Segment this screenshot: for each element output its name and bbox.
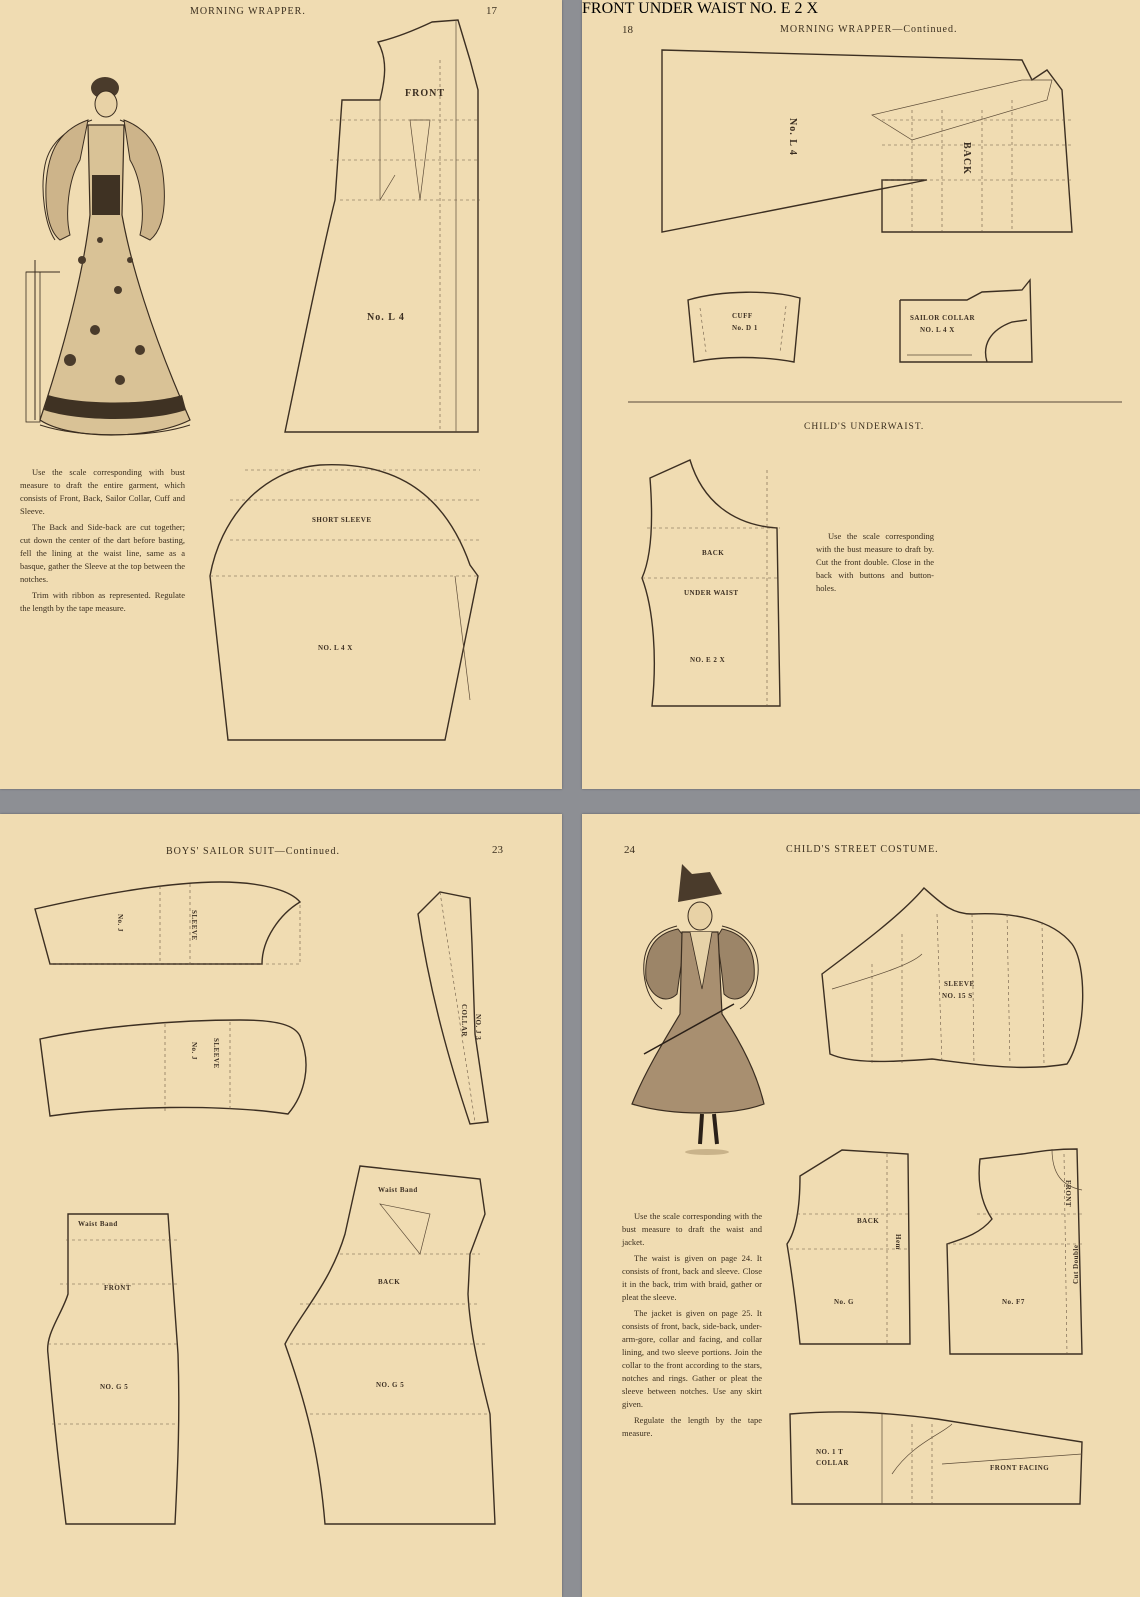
- cuff-pattern: CUFF No. D 1: [687, 291, 801, 363]
- sleeve-number: No. J: [116, 914, 124, 932]
- collar-pattern: COLLAR NO. J 3: [417, 891, 489, 1125]
- waist-band-label: Waist Band: [78, 1220, 118, 1228]
- collar-label: COLLAR: [460, 1004, 468, 1037]
- pattern-drawings: FRONT No. L 4 SHORT SLEEVE NO. L 4 X: [25, 19, 480, 741]
- back-number: No. G: [834, 1298, 854, 1306]
- page-header: MORNING WRAPPER.: [190, 6, 306, 17]
- sleeve-label: SLEEVE: [212, 1038, 220, 1069]
- page-header: MORNING WRAPPER—Continued.: [780, 24, 958, 35]
- underwaist-front-pattern: FRONT UNDER WAIST NO. E 2 X: [582, 0, 818, 17]
- collar-label: COLLAR: [816, 1459, 849, 1467]
- page-18: 18 MORNING WRAPPER—Continued. No. L 4 BA…: [582, 0, 1140, 789]
- front-label: FRONT: [582, 0, 635, 17]
- front-number: No. F7: [1002, 1298, 1025, 1306]
- cuff-number: No. D 1: [732, 324, 758, 332]
- page-header: CHILD'S STREET COSTUME.: [786, 844, 939, 855]
- collar-facing-pattern: NO. 1 T COLLAR FRONT FACING: [789, 1411, 1083, 1505]
- instructions-text: Use the scale corresponding with the bus…: [816, 530, 934, 598]
- instruction-paragraph: Use the scale corresponding with bust me…: [20, 467, 185, 516]
- sailor-collar-pattern: SAILOR COLLAR NO. L 4 X: [899, 278, 1033, 363]
- under-waist-label: UNDER WAIST: [638, 0, 746, 17]
- sleeve-label: SLEEVE: [944, 980, 975, 988]
- back-pattern: No. L 4 BACK: [661, 49, 1073, 233]
- instruction-paragraph: Use the scale corresponding with the bus…: [816, 531, 934, 593]
- collar-number: NO. J 3: [474, 1014, 482, 1040]
- under-waist-label: UNDER WAIST: [684, 589, 739, 597]
- front-label: FRONT: [104, 1284, 131, 1292]
- front-label: FRONT: [1064, 1180, 1072, 1207]
- page-number: 24: [624, 844, 635, 856]
- page-number: 23: [492, 844, 503, 856]
- front-trouser-pattern: Waist Band FRONT NO. G 5: [46, 1213, 180, 1525]
- front-facing-label: FRONT FACING: [990, 1464, 1049, 1472]
- page-24: 24 CHILD'S STREET COSTUME. SLEEVE NO. 15…: [582, 814, 1140, 1597]
- back-label: BACK: [857, 1217, 879, 1225]
- sleeve-pattern: SLEEVE NO. 15 S: [821, 887, 1084, 1069]
- instruction-paragraph: Trim with ribbon as represented. Regulat…: [20, 590, 185, 613]
- collar-number: NO. 1 T: [816, 1448, 843, 1456]
- page-header: BOYS' SAILOR SUIT—Continued.: [166, 846, 340, 857]
- instruction-paragraph: The Back and Side-back are cut together;…: [20, 522, 185, 584]
- back-number: NO. E 2 X: [690, 656, 725, 664]
- front-label: FRONT: [405, 88, 445, 99]
- sleeve-label: SLEEVE: [190, 910, 198, 941]
- sleeve-number: NO. 15 S: [942, 992, 973, 1000]
- section-title: CHILD'S UNDERWAIST.: [804, 422, 925, 432]
- back-label: BACK: [961, 142, 972, 175]
- pattern-drawings: SLEEVE NO. 15 S BACK No. G Hem FRONT No.…: [631, 864, 1084, 1505]
- back-bodice-pattern: BACK No. G Hem: [786, 1149, 911, 1345]
- front-bodice-pattern: FRONT No. F7 Cut Double: [946, 1148, 1083, 1355]
- back-trouser-pattern: Waist Band BACK NO. G 5: [284, 1165, 496, 1525]
- underwaist-back-pattern: BACK UNDER WAIST NO. E 2 X: [641, 459, 781, 707]
- instruction-paragraph: The waist is given on page 24. It consis…: [622, 1253, 762, 1302]
- short-sleeve-pattern: SHORT SLEEVE NO. L 4 X: [209, 463, 480, 741]
- back-number: NO. G 5: [376, 1381, 404, 1389]
- instructions-text: Use the scale corresponding with bust me…: [20, 466, 185, 618]
- instructions-text: Use the scale corresponding with the bus…: [622, 1210, 762, 1443]
- sleeve-pattern-2: No. J SLEEVE: [39, 1019, 307, 1117]
- sleeve-pattern-1: No. J SLEEVE: [34, 881, 302, 965]
- page-23: BOYS' SAILOR SUIT—Continued. 23 No. J SL…: [0, 814, 562, 1597]
- girl-illustration: [631, 864, 765, 1155]
- waist-band-label: Waist Band: [378, 1186, 418, 1194]
- front-number: NO. G 5: [100, 1383, 128, 1391]
- page-17: MORNING WRAPPER. 17 FRONT: [0, 0, 562, 789]
- sleeve-number: NO. L 4 X: [318, 644, 353, 652]
- instruction-paragraph: Use the scale corresponding with the bus…: [622, 1211, 762, 1247]
- sailor-collar-number: NO. L 4 X: [920, 326, 955, 334]
- back-label: BACK: [378, 1278, 400, 1286]
- pattern-number: No. L 4: [787, 118, 798, 156]
- pattern-drawings: No. L 4 BACK CUFF No. D 1 SAILOR COLLAR …: [628, 49, 1122, 707]
- back-label: BACK: [702, 549, 724, 557]
- cut-double-label: Cut Double: [1072, 1245, 1080, 1284]
- front-number: NO. E 2 X: [749, 0, 819, 17]
- page-number: 18: [622, 24, 633, 36]
- sleeve-label: SHORT SLEEVE: [312, 516, 372, 524]
- cuff-label: CUFF: [732, 312, 753, 320]
- instruction-paragraph: The jacket is given on page 25. It consi…: [622, 1308, 762, 1409]
- sailor-collar-label: SAILOR COLLAR: [910, 314, 975, 322]
- pattern-drawings: No. J SLEEVE No. J SLEEVE COLLAR NO. J 3…: [34, 881, 496, 1525]
- front-pattern: FRONT No. L 4: [284, 19, 480, 433]
- sleeve-number: No. J: [190, 1042, 198, 1060]
- instruction-paragraph: Regulate the length by the tape measure.: [622, 1415, 762, 1438]
- pattern-number: No. L 4: [367, 312, 405, 323]
- woman-illustration: [25, 77, 191, 436]
- hem-label: Hem: [894, 1234, 902, 1250]
- page-number: 17: [486, 5, 497, 17]
